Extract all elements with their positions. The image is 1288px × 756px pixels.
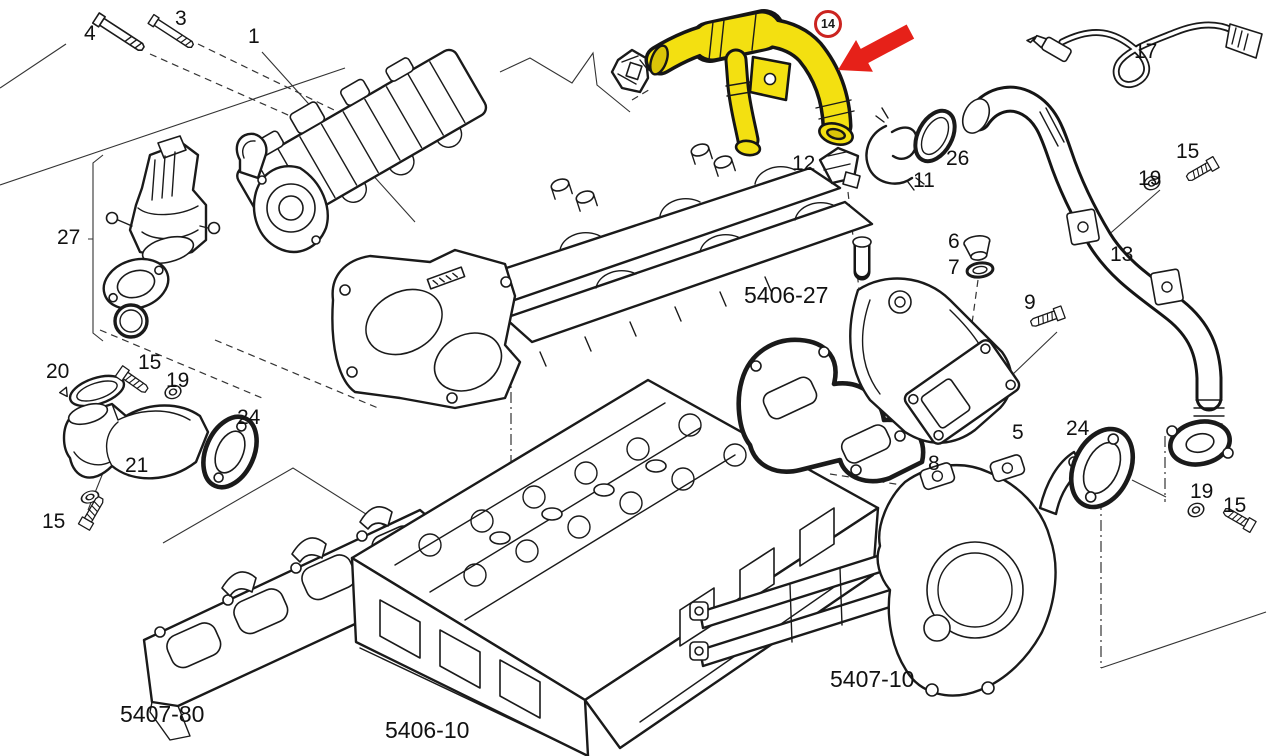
exhaust-temp-sensor-17 [1026,21,1263,88]
cylinder-head [350,378,880,756]
part-label-7: 7 [948,256,960,279]
part-label-15-right-upper: 15 [1176,140,1200,163]
part-label-19-left: 19 [166,369,190,392]
stud-bolt-4 [91,12,148,55]
part-label-8: 8 [928,452,940,475]
intake-manifold-assembly [235,48,488,254]
part-label-15-upper-left: 15 [138,351,162,374]
part-label-20: 20 [46,360,70,383]
part-label-27: 27 [57,226,81,249]
assembly-label-5406-27: 5406-27 [744,282,829,308]
seal-ring-7 [965,261,995,279]
part-label-26: 26 [946,147,970,170]
egr-pipe-14-highlighted [644,9,855,157]
camshaft-housing [331,143,874,410]
gasket-24-right [1068,426,1136,510]
oring-26 [913,108,957,164]
highlighted-part-number: 14 [821,17,835,31]
stud-bolt-3 [147,13,196,51]
part-label-19-right-lower: 19 [1190,480,1214,503]
part-label-11: 11 [913,169,935,192]
hose-clamp-small [610,48,650,94]
egr-valve [105,135,221,265]
highlight-arrow [838,24,915,72]
assembly-label-5406-10: 5406-10 [385,717,470,743]
highlighted-part-badge: 14 [814,10,842,38]
assembly-label-5407-80: 5407-80 [120,701,205,727]
part-label-12: 12 [792,152,816,175]
plug-6 [963,235,991,261]
part-label-17: 17 [1134,40,1158,63]
part-label-13: 13 [1110,243,1134,266]
egr-pipe-21 [62,402,210,480]
egr-cooler-5 [849,236,1021,445]
part-label-5: 5 [1012,421,1024,444]
intake-manifold-lower [689,450,1086,697]
hose-clamp-20 [58,374,126,408]
part-label-1: 1 [248,25,260,48]
egr-valve-gasket [102,257,170,311]
sensor-12 [818,146,861,189]
egr-valve-oring [113,303,149,339]
part-label-4: 4 [84,22,96,45]
part-label-9: 9 [1024,291,1036,314]
part-label-24-right: 24 [1066,417,1090,440]
gasket-24-left [201,414,259,490]
part-label-19-right-upper: 19 [1138,167,1162,190]
part-label-21: 21 [125,454,149,477]
egr-pipe-13 [961,85,1234,467]
brand-stamp [426,266,466,290]
part-label-15-lower-left: 15 [42,510,66,533]
part-label-15-right-lower: 15 [1223,494,1247,517]
part-label-3: 3 [175,7,187,30]
assembly-label-5407-10: 5407-10 [830,666,915,692]
part-label-6: 6 [948,230,960,253]
part-label-24-left: 24 [237,406,261,429]
